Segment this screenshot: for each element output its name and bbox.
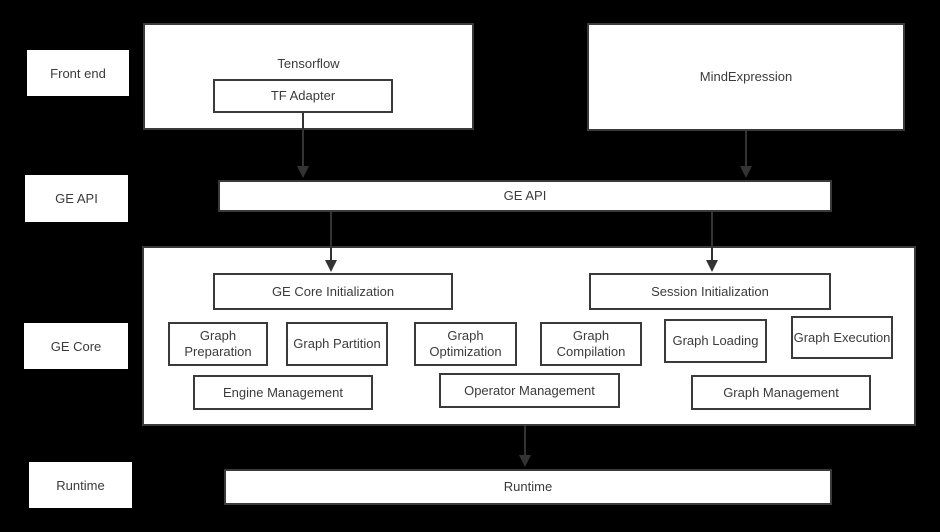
row-label-ge-api: GE API <box>25 175 128 222</box>
session-initialization-box: Session Initialization <box>589 273 831 310</box>
arrow-head-icon <box>706 260 718 272</box>
tensorflow-box: Tensorflow TF Adapter <box>143 23 474 130</box>
arrow-stem <box>524 426 526 455</box>
graph-compilation-label: Graph Compilation <box>556 328 626 359</box>
mindexpression-box: MindExpression <box>587 23 905 131</box>
engine-management-label: Engine Management <box>223 384 343 400</box>
graph-compilation-box: Graph Compilation <box>540 322 642 366</box>
graph-optimization-box: Graph Optimization <box>414 322 517 366</box>
row-label-runtime: Runtime <box>29 462 132 508</box>
graph-execution-label: Graph Execution <box>793 329 891 345</box>
graph-loading-label: Graph Loading <box>672 333 759 349</box>
tensorflow-label: Tensorflow <box>277 56 340 71</box>
graph-management-label: Graph Management <box>723 384 839 400</box>
row-label-ge-api-text: GE API <box>55 191 98 206</box>
arrow-head-icon <box>297 166 309 178</box>
row-label-ge-core: GE Core <box>24 323 128 369</box>
arrow-stem <box>302 113 304 166</box>
graph-preparation-box: Graph Preparation <box>168 322 268 366</box>
row-label-front-end-text: Front end <box>50 65 106 81</box>
arrow-stem <box>745 131 747 166</box>
runtime-label: Runtime <box>503 479 553 495</box>
mindexpression-label: MindExpression <box>699 69 793 85</box>
arrow-stem <box>330 212 332 260</box>
ge-api-label: GE API <box>503 188 547 204</box>
ge-core-box: GE Core Initialization Session Initializ… <box>142 246 916 426</box>
graph-optimization-label: Graph Optimization <box>429 328 502 359</box>
graph-partition-label: Graph Partition <box>293 336 381 352</box>
ge-core-initialization-label: GE Core Initialization <box>271 283 395 299</box>
engine-management-box: Engine Management <box>193 375 373 410</box>
row-label-ge-core-text: GE Core <box>50 338 102 354</box>
arrow-head-icon <box>519 455 531 467</box>
graph-loading-box: Graph Loading <box>664 319 767 363</box>
graph-management-box: Graph Management <box>691 375 871 410</box>
row-label-runtime-text: Runtime <box>56 477 105 493</box>
tf-adapter-box: TF Adapter <box>213 79 393 113</box>
operator-management-box: Operator Management <box>439 373 620 408</box>
runtime-bar: Runtime <box>224 469 832 505</box>
row-label-front-end: Front end <box>27 50 129 96</box>
session-initialization-label: Session Initialization <box>651 283 769 299</box>
graph-preparation-label: Graph Preparation <box>184 328 252 359</box>
operator-management-label: Operator Management <box>464 382 595 398</box>
graph-partition-box: Graph Partition <box>286 322 388 366</box>
arrow-stem <box>711 212 713 260</box>
ge-core-initialization-box: GE Core Initialization <box>213 273 453 310</box>
graph-execution-box: Graph Execution <box>791 316 893 359</box>
tf-adapter-label: TF Adapter <box>270 88 336 104</box>
ge-api-bar: GE API <box>218 180 832 212</box>
arrow-head-icon <box>740 166 752 178</box>
arrow-head-icon <box>325 260 337 272</box>
